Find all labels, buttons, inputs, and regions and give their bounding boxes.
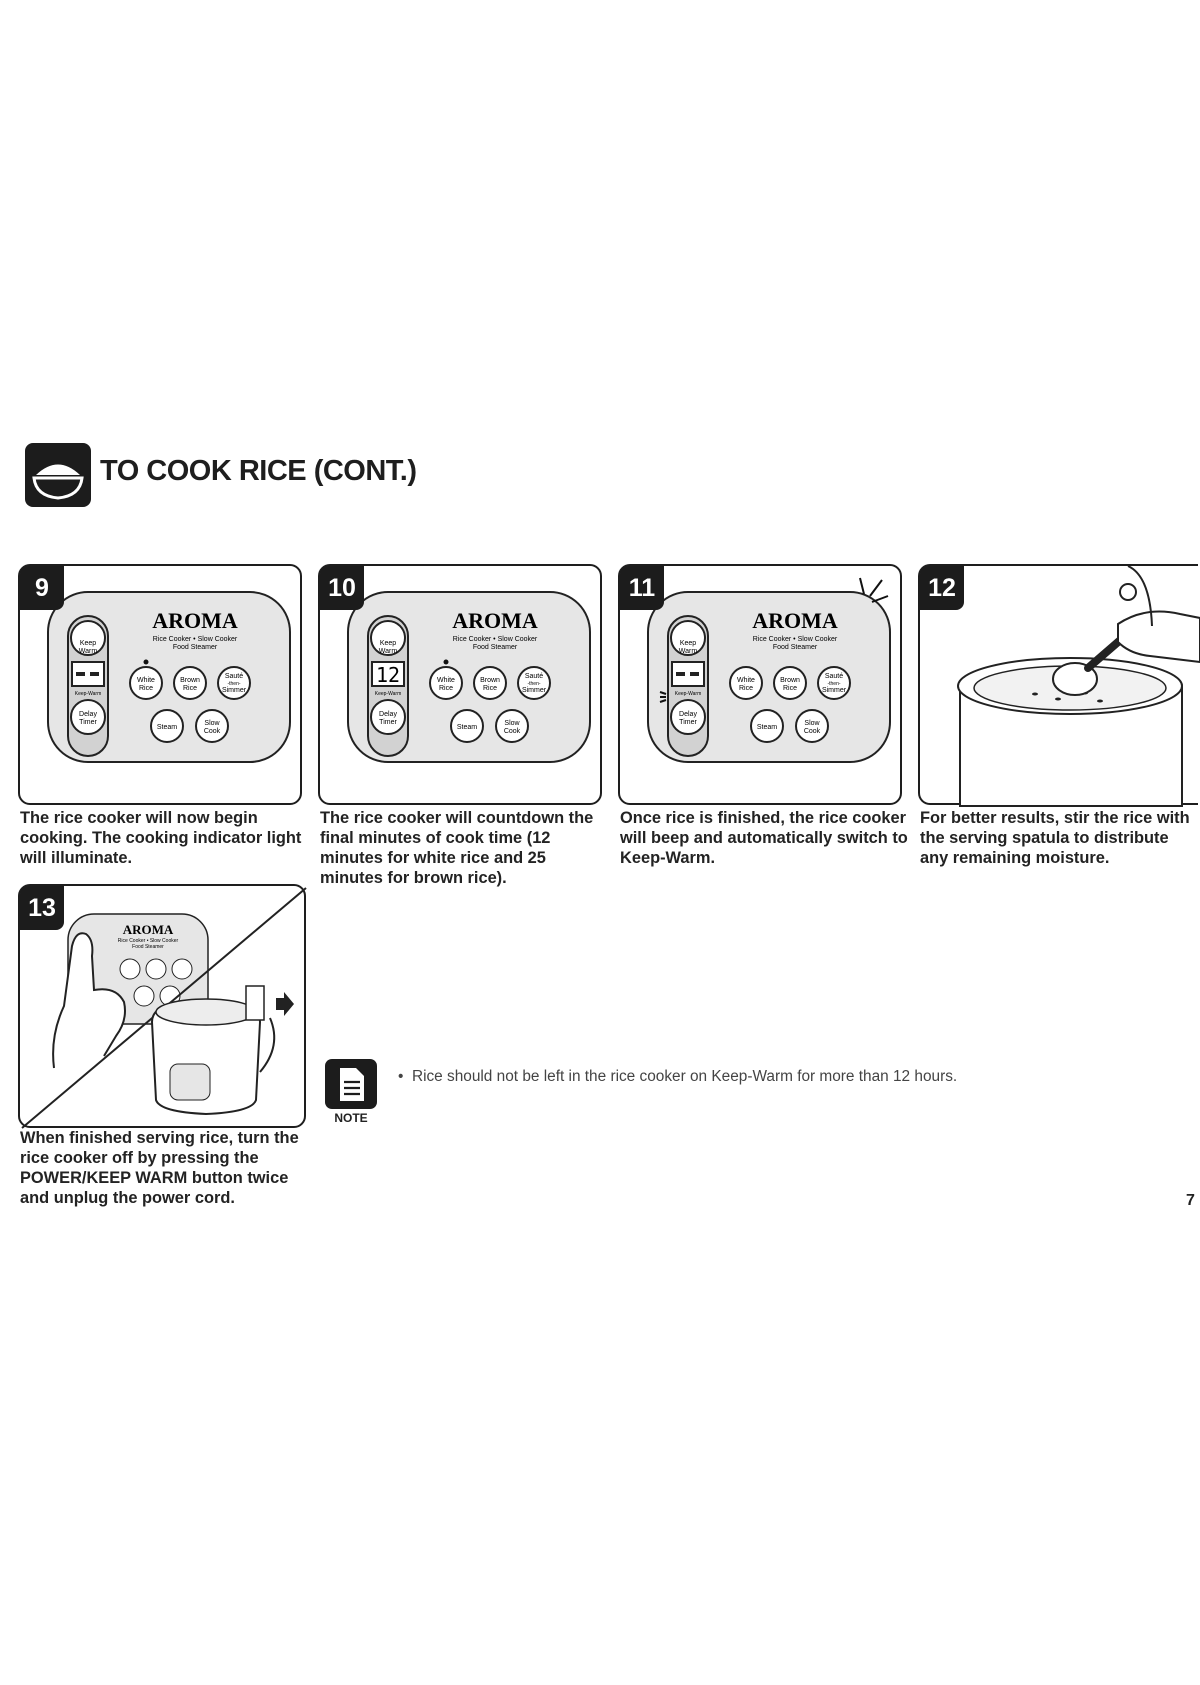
panel-subtitle: Food Steamer [132,944,164,950]
delay-timer-button: Delay [379,711,397,718]
slow-cook-button: Cook [504,728,521,735]
saute-button: Simmer [522,687,547,694]
brown-rice-button: Brown [180,677,200,684]
saute-button: Sauté [225,673,243,680]
white-rice-button: White [437,677,455,684]
saute-button: -then- [827,681,840,687]
white-rice-button: White [737,677,755,684]
page-number: 7 [1186,1192,1195,1209]
hand-icon [52,932,126,1069]
step-12-illustration: 12 [918,564,1200,807]
steam-button: Steam [757,724,777,731]
slow-cook-button: Cook [204,728,221,735]
steam-button: Steam [157,724,177,731]
white-rice-button: Rice [139,685,153,692]
slow-cook-button: Cook [804,728,821,735]
keep-warm-button: Keep [380,640,396,647]
saute-button: -then- [527,681,540,687]
step-10-illustration: 12 AROMA Rice Cooker • Slow Cooker Food … [318,564,602,805]
step-10-caption: The rice cooker will countdown the final… [320,809,594,887]
step-9-caption: The rice cooker will now begin cooking. … [20,809,302,867]
white-rice-button: Rice [439,685,453,692]
wall-outlet-icon [245,985,265,1021]
note-label: NOTE [334,1111,368,1125]
step-number-badge: 10 [320,566,364,610]
saute-button: Sauté [825,673,843,680]
delay-timer-button: Timer [79,719,97,726]
saute-button: -then- [227,681,240,687]
beep-icon [859,577,889,603]
step-12-caption: For better results, stir the rice with t… [920,809,1190,867]
saute-button: Simmer [822,687,847,694]
saute-button: Simmer [222,687,247,694]
keep-warm-button: Keep [80,640,96,647]
white-rice-button: Rice [739,685,753,692]
step-13-illustration: AROMA Rice Cooker • Slow Cooker Food Ste… [18,884,307,1129]
brown-rice-button: Rice [183,685,197,692]
panel-subtitle: Rice Cooker • Slow Cooker [118,938,179,944]
step-11-caption: Once rice is finished, the rice cooker w… [620,809,908,867]
slow-cook-button: Slow [504,720,520,727]
keep-warm-button: Keep [680,640,696,647]
keep-warm-button: Warm [79,648,98,655]
delay-timer-button: Delay [679,711,697,718]
indicator-light-icon [659,691,667,703]
delay-timer-button: Timer [379,719,397,726]
panel-subtitle: Rice Cooker • Slow Cooker [753,636,838,643]
panel-subtitle: Food Steamer [773,644,818,651]
step-number-badge: 11 [620,566,664,610]
brown-rice-button: Brown [780,677,800,684]
steam-button: Steam [457,724,477,731]
unplug-arrow-icon [276,992,294,1016]
power-cord-icon [259,1017,276,1073]
panel-subtitle: Food Steamer [173,644,218,651]
saute-button: Sauté [525,673,543,680]
countdown-display: 12 [376,663,400,687]
keep-warm-indicator: Keep-Warm [675,691,702,697]
delay-timer-button: Timer [679,719,697,726]
panel-subtitle: Food Steamer [473,644,518,651]
page-title: TO COOK RICE (CONT.) [100,455,417,487]
note-bullet-text: Rice should not be left in the rice cook… [411,1068,958,1085]
delay-timer-button: Delay [79,711,97,718]
stirring-rice-icon [957,565,1200,807]
brown-rice-button: Brown [480,677,500,684]
brand-logo: AROMA [123,922,174,937]
step-9-illustration: AROMA Rice Cooker • Slow Cooker Food Ste… [18,564,302,805]
brown-rice-button: Rice [483,685,497,692]
brown-rice-button: Rice [783,685,797,692]
note-bullet: • Rice should not be left in the rice co… [398,1068,958,1085]
slow-cook-button: Slow [204,720,220,727]
step-number-badge: 12 [920,566,964,610]
step-number-badge: 13 [20,886,64,930]
note-icon [325,1059,377,1109]
slow-cook-button: Slow [804,720,820,727]
step-number-badge: 9 [20,566,64,610]
keep-warm-button: Warm [679,648,698,655]
keep-warm-button: Warm [379,648,398,655]
step-11-illustration: AROMA Rice Cooker • Slow Cooker Food Ste… [618,564,902,805]
white-rice-button: White [137,677,155,684]
panel-subtitle: Rice Cooker • Slow Cooker [153,636,238,643]
brand-logo: AROMA [452,608,538,633]
rice-bowl-icon [25,443,91,507]
panel-subtitle: Rice Cooker • Slow Cooker [453,636,538,643]
keep-warm-indicator: Keep-Warm [375,691,402,697]
brand-logo: AROMA [752,608,838,633]
brand-logo: AROMA [152,608,238,633]
keep-warm-indicator: Keep-Warm [75,691,102,697]
step-13-caption: When finished serving rice, turn the ric… [20,1129,299,1207]
